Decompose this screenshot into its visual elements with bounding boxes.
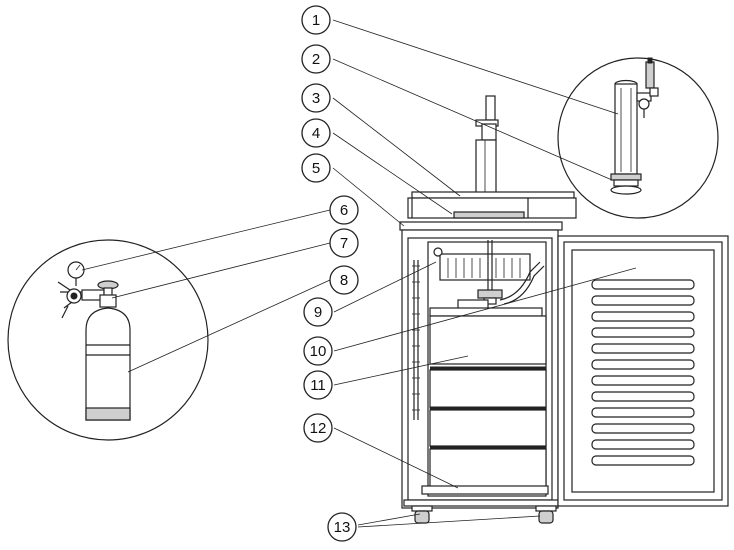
inner-gauge <box>433 247 443 257</box>
callout-7-label: 7 <box>340 235 348 252</box>
tower-detail <box>557 57 719 219</box>
evaporator <box>439 253 531 281</box>
tap-handle <box>645 61 655 89</box>
top-rail <box>407 191 577 219</box>
callout-9-label: 9 <box>314 304 322 321</box>
leader-lines <box>81 19 637 528</box>
callout-6: 6 <box>329 195 359 225</box>
callout-6-label: 6 <box>340 202 348 219</box>
callout-10-label: 10 <box>310 343 327 360</box>
co2-cylinder <box>85 307 131 421</box>
cabinet <box>399 221 563 509</box>
caster-right <box>538 510 554 524</box>
gas-line <box>499 261 541 301</box>
keg <box>429 315 547 365</box>
casters <box>411 505 557 524</box>
callout-10: 10 <box>303 336 333 366</box>
callout-3: 3 <box>301 83 331 113</box>
callout-2-label: 2 <box>312 51 320 68</box>
door-shelves <box>591 279 695 466</box>
callout-1-label: 1 <box>312 12 320 29</box>
callout-13: 13 <box>327 512 357 542</box>
tower-column <box>614 83 638 175</box>
co2-detail <box>7 239 209 441</box>
callout-3-label: 3 <box>312 90 320 107</box>
callout-8: 8 <box>329 265 359 295</box>
main-tower-column <box>475 139 497 199</box>
callout-9: 9 <box>303 297 333 327</box>
callout-1: 1 <box>301 5 331 35</box>
door <box>557 235 729 507</box>
callout-12: 12 <box>303 413 333 443</box>
callout-5: 5 <box>301 153 331 183</box>
callout-11: 11 <box>303 370 333 400</box>
callout-5-label: 5 <box>312 160 320 177</box>
main-tap-handle <box>485 95 496 121</box>
caster-left <box>414 510 430 524</box>
callout-11-label: 11 <box>310 377 326 394</box>
tower-base-gasket <box>610 185 642 195</box>
main-tower <box>475 95 499 199</box>
callout-2: 2 <box>301 44 331 74</box>
callout-4: 4 <box>301 118 331 148</box>
callout-12-label: 12 <box>310 420 327 437</box>
cabinet-floor <box>421 485 549 495</box>
callout-4-label: 4 <box>312 125 320 142</box>
drip-tray <box>453 211 525 219</box>
callout-8-label: 8 <box>340 272 348 289</box>
tower-detail-circle <box>557 57 719 219</box>
callout-7: 7 <box>329 228 359 258</box>
callout-13-label: 13 <box>334 519 351 536</box>
keg-coupler <box>477 289 503 299</box>
